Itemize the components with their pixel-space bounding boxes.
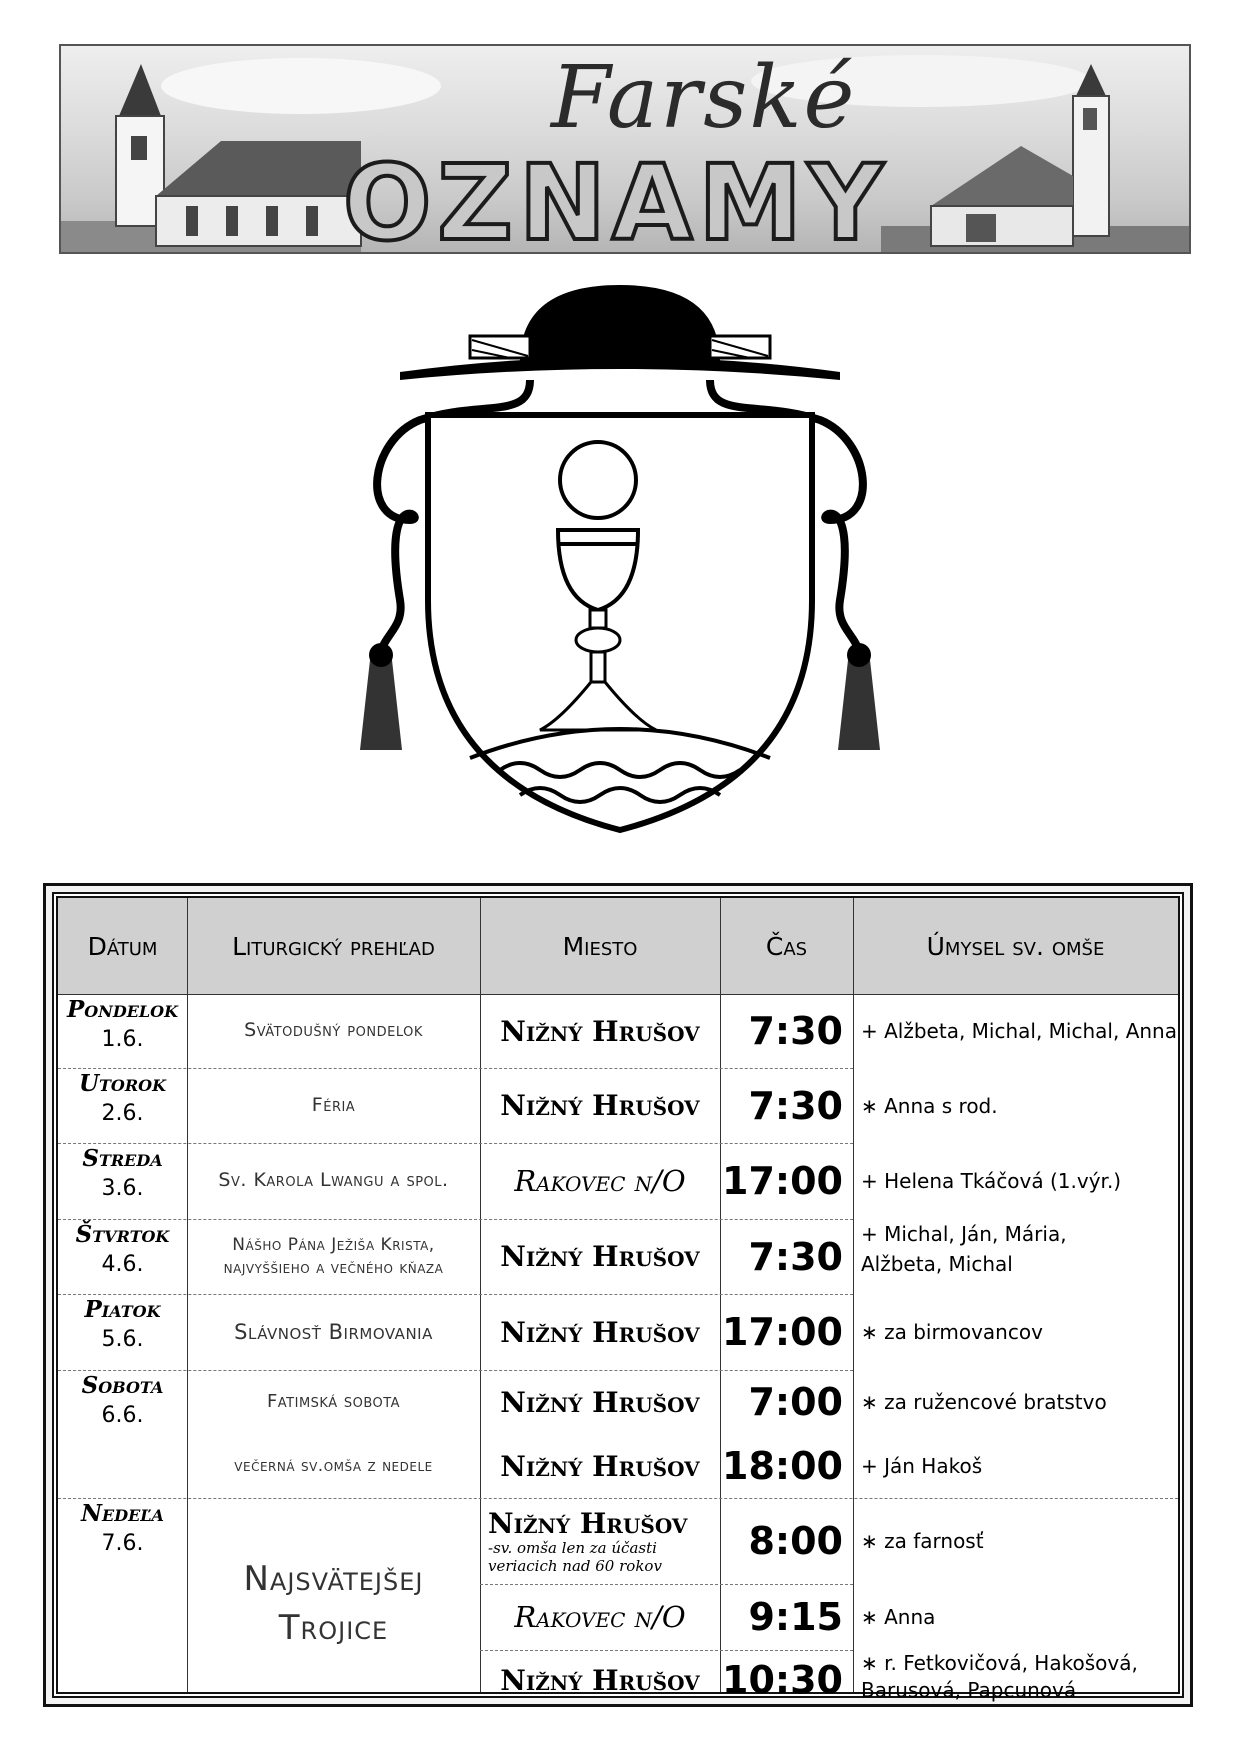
liturgy-line: Najsvätejšej — [243, 1558, 424, 1599]
intention-cell: ∗ Anna — [861, 1605, 936, 1629]
day-date: 3.6. — [101, 1176, 144, 1201]
time-cell: 18:00 — [722, 1444, 843, 1488]
intention-line: ∗ r. Fetkovičová, Hakošová, — [861, 1651, 1138, 1675]
intention-cell: ∗ za ružencové bratstvo — [861, 1390, 1107, 1414]
place-cell: Nižný Hrušov — [500, 1089, 700, 1122]
day-date: 1.6. — [101, 1027, 144, 1052]
place-cell: Rakovec n/O — [514, 1600, 686, 1634]
liturgy-cell: Sv. Karola Lwangu a spol. — [218, 1169, 449, 1192]
intention-cell: + Helena Tkáčová (1.výr.) — [861, 1169, 1122, 1193]
time-cell: 9:15 — [748, 1595, 843, 1639]
place-name: Nižný Hrušov — [488, 1507, 688, 1541]
day-name: Štvrtok — [75, 1221, 170, 1248]
time-cell: 17:00 — [722, 1310, 843, 1354]
table-inner: Dátum Liturgický prehľad Miesto Čas Úmys… — [52, 892, 1184, 1702]
intention-line: Alžbeta, Michal — [861, 1252, 1013, 1276]
intention-cell: ∗ za birmovancov — [861, 1320, 1043, 1344]
place-cell: Nižný Hrušov — [500, 1663, 700, 1697]
intention-cell: + Alžbeta, Michal, Michal, Anna — [861, 1019, 1177, 1043]
day-date: 5.6. — [101, 1327, 144, 1352]
column-header-date: Dátum — [58, 898, 188, 995]
liturgy-cell: Fatimská sobota — [266, 1390, 401, 1412]
place-cell: Nižný Hrušov — [500, 1315, 700, 1349]
day-date: 7.6. — [101, 1531, 144, 1556]
time-cell: 7:00 — [748, 1380, 843, 1424]
place-cell: Nižný Hrušov — [500, 1449, 700, 1483]
day-name: Streda — [82, 1145, 163, 1172]
day-cell-thursday: Štvrtok 4.6. — [58, 1219, 187, 1294]
intention-cell: ∗ Anna s rod. — [861, 1093, 998, 1118]
day-date: 4.6. — [101, 1252, 144, 1277]
place-cell: Nižný Hrušov — [500, 1385, 700, 1419]
day-cell-wednesday: Streda 3.6. — [58, 1143, 187, 1219]
day-cell-sunday: Nedeľa 7.6. — [58, 1498, 187, 1710]
column-header-place: Miesto — [480, 898, 721, 995]
liturgy-line: Nášho Pána Ježiša Krista, — [232, 1234, 435, 1255]
day-name: Nedeľa — [81, 1500, 164, 1527]
place-cell: Rakovec n/O — [514, 1164, 686, 1198]
time-cell: 8:00 — [748, 1519, 843, 1563]
intention-cell: ∗ r. Fetkovičová, Hakošová, Barusová, Pa… — [853, 1650, 1178, 1710]
day-cell-friday: Piatok 5.6. — [58, 1294, 187, 1370]
liturgy-line: Trojice — [278, 1608, 389, 1648]
coat-of-arms-image — [360, 285, 880, 834]
liturgy-cell-sunday: Najsvätejšej Trojice — [187, 1498, 480, 1710]
day-cell-monday: Pondelok 1.6. — [58, 994, 187, 1068]
day-name: Pondelok — [66, 996, 179, 1023]
banner-title-oznamy: OZNAMY — [341, 140, 890, 254]
liturgy-cell: Slávnosť Birmovania — [234, 1319, 433, 1344]
place-cell: Nižný Hrušov — [500, 1014, 700, 1048]
day-name: Sobota — [81, 1372, 164, 1399]
day-cell-tuesday: Utorok 2.6. — [58, 1068, 187, 1143]
place-cell: Nižný Hrušov — [500, 1240, 700, 1273]
time-cell: 7:30 — [748, 1083, 843, 1128]
column-header-intention: Úmysel sv. omše — [853, 898, 1178, 995]
time-cell: 17:00 — [722, 1159, 843, 1203]
intention-cell: ∗ za farnosť — [861, 1529, 984, 1553]
header-banner: Farské OZNAMY — [59, 44, 1191, 254]
intention-cell: + Ján Hakoš — [861, 1454, 983, 1478]
column-header-liturgy: Liturgický prehľad — [187, 898, 481, 995]
liturgy-cell: Svätodušný pondelok — [244, 1019, 423, 1042]
day-cell-saturday: Sobota 6.6. — [58, 1370, 187, 1498]
day-date: 2.6. — [101, 1101, 144, 1126]
intention-cell: + Michal, Ján, Mária, Alžbeta, Michal — [853, 1219, 1178, 1294]
day-date: 6.6. — [101, 1403, 144, 1428]
day-name: Utorok — [78, 1070, 167, 1097]
time-cell: 7:30 — [748, 1234, 843, 1279]
intention-line: Barusová, Papcunová — [861, 1678, 1077, 1702]
liturgy-cell: Féria — [311, 1093, 356, 1116]
liturgy-cell: večerná sv.omša z nedele — [234, 1455, 433, 1476]
place-cell: Nižný Hrušov -sv. omša len za účasti ver… — [480, 1498, 720, 1584]
liturgy-line: najvyššieho a večného kňaza — [223, 1257, 444, 1278]
time-cell: 10:30 — [722, 1658, 843, 1702]
banner-title-farske: Farské — [551, 48, 857, 148]
liturgy-cell: Nášho Pána Ježiša Krista, najvyššieho a … — [187, 1219, 480, 1294]
day-name: Piatok — [84, 1296, 161, 1323]
mass-schedule-table: Dátum Liturgický prehľad Miesto Čas Úmys… — [43, 883, 1193, 1707]
place-note: -sv. omša len za účasti veriacich nad 60… — [488, 1539, 662, 1575]
time-cell: 7:30 — [748, 1009, 843, 1053]
column-header-time: Čas — [720, 898, 854, 995]
intention-line: + Michal, Ján, Mária, — [861, 1222, 1067, 1246]
banner-churches-image — [61, 55, 1189, 252]
